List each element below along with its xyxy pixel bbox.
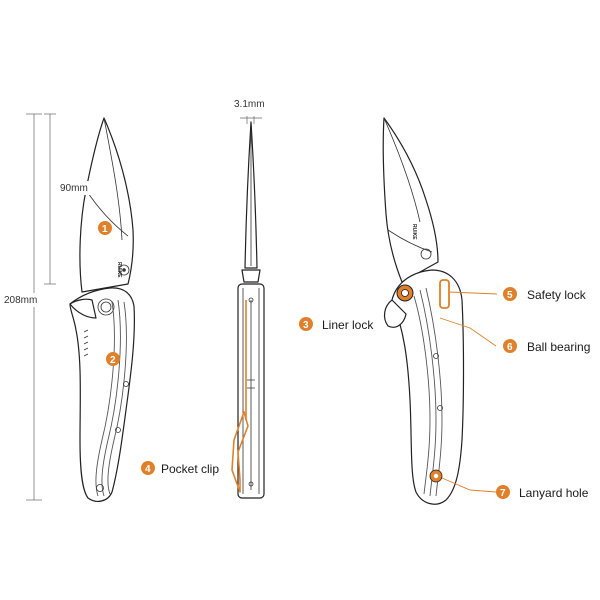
svg-text:6: 6: [507, 342, 513, 353]
label-pocket-clip: Pocket clip: [161, 462, 219, 476]
callout-pocket-clip: 4 Pocket clip: [141, 461, 219, 476]
svg-text:1: 1: [102, 224, 108, 235]
callout-badge-2: 2: [106, 352, 120, 366]
middle-knife-view: 3.1mm: [231, 99, 265, 499]
svg-text:3: 3: [303, 320, 309, 331]
label-lanyard-hole: Lanyard hole: [519, 486, 589, 500]
left-blade: [79, 117, 134, 293]
callout-liner-lock: 3 Liner lock: [299, 317, 374, 332]
svg-text:4: 4: [145, 464, 151, 475]
label-safety-lock: Safety lock: [527, 288, 587, 302]
total-length-label: 208mm: [4, 295, 37, 306]
blade-length-label: 90mm: [60, 183, 88, 194]
right-handle: [391, 269, 465, 505]
right-safety-lock: [439, 279, 450, 309]
callout-ball-bearing: 6 Ball bearing: [503, 339, 590, 354]
callout-badge-1: 1: [98, 221, 112, 235]
left-thumb-hole: [97, 298, 115, 316]
left-brand-mark: RUIKE: [116, 262, 122, 278]
blade-length-dimension: 90mm: [44, 113, 94, 285]
total-length-dimension: 208mm: [2, 113, 50, 501]
right-knife-view: RUIKE: [382, 117, 465, 505]
label-liner-lock: Liner lock: [322, 318, 374, 332]
label-ball-bearing: Ball bearing: [527, 340, 590, 354]
callout-safety-lock: 5 Safety lock: [503, 287, 587, 302]
thickness-label: 3.1mm: [234, 99, 265, 110]
svg-text:2: 2: [110, 355, 116, 366]
right-brand-mark: RUIKE: [411, 224, 417, 240]
left-pivot-screw: [118, 264, 130, 276]
middle-pocket-clip: [231, 411, 249, 493]
left-knife-view: RUIKE: [69, 117, 135, 502]
svg-text:7: 7: [500, 488, 506, 499]
left-handle: [69, 287, 135, 502]
svg-text:5: 5: [507, 290, 513, 301]
left-lanyard-hole: [96, 484, 104, 492]
callout-lanyard-hole: 7 Lanyard hole: [496, 485, 589, 500]
